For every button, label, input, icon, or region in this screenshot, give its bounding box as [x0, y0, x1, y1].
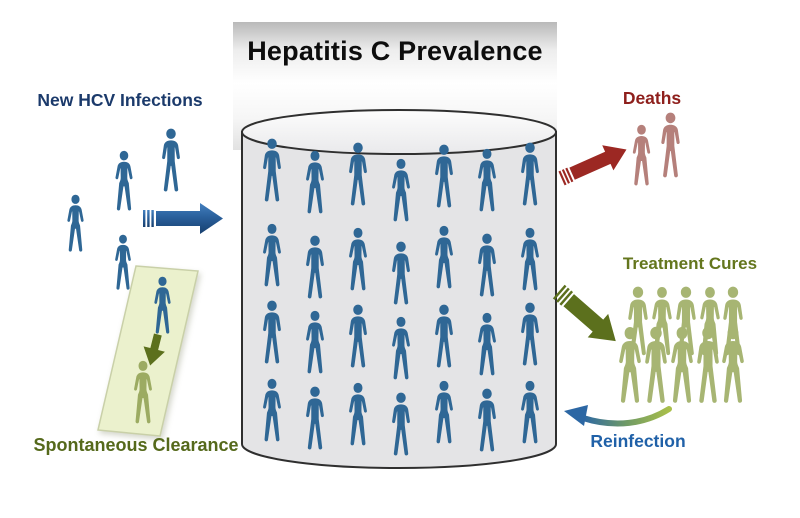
death-person-icon — [655, 112, 686, 180]
new-infections-arrow-icon — [143, 203, 223, 234]
cured-person-icon — [670, 286, 702, 358]
spontaneous-clearance-label: Spontaneous Clearance — [33, 435, 239, 455]
new-infections-label: New HCV Infections — [37, 90, 203, 110]
cured-person-icon — [646, 286, 678, 358]
new-infection-person-icon — [110, 150, 138, 213]
cylinder-body — [241, 131, 557, 469]
deaths-arrow-icon — [558, 145, 627, 186]
prevalence-cylinder — [241, 109, 557, 469]
diagram-title: Hepatitis C Prevalence — [247, 36, 543, 66]
cured-person-icon — [638, 326, 674, 406]
cured-person-icon — [694, 286, 726, 358]
reinfection-arrow-icon — [564, 405, 672, 427]
treatment-cures-label: Treatment Cures — [622, 254, 758, 273]
reinfection-label: Reinfection — [590, 431, 686, 451]
cured-person-icon — [622, 286, 654, 358]
cured-person-icon — [717, 286, 749, 358]
cured-person-icon — [715, 326, 751, 406]
cylinder-top — [241, 109, 557, 155]
treatment-cures-arrow-icon — [552, 284, 616, 342]
new-infection-person-icon — [62, 194, 89, 254]
new-infection-person-icon — [156, 128, 186, 194]
spontaneous-clearance-arrow-icon — [143, 333, 165, 366]
cured-person-icon — [664, 326, 700, 406]
deaths-label: Deaths — [622, 88, 682, 108]
cured-person-icon — [690, 326, 726, 406]
